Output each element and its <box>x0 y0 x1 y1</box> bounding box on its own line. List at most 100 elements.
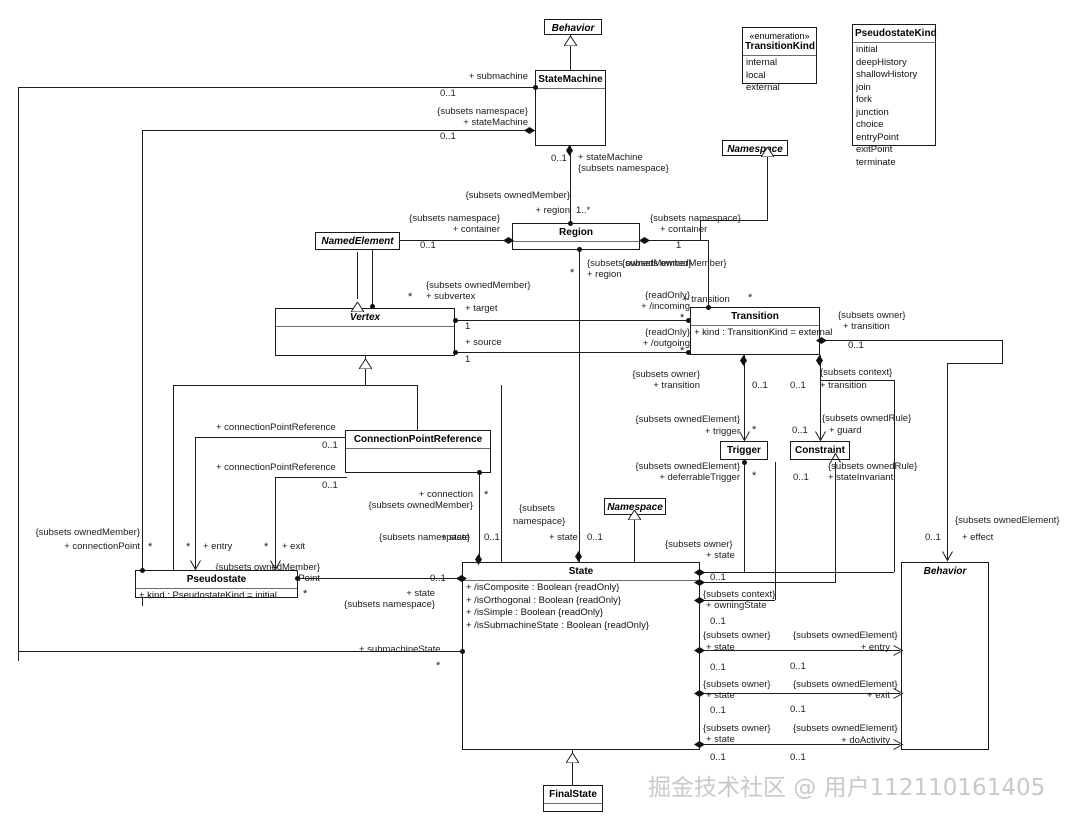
class-name-namedelement: NamedElement <box>321 236 394 247</box>
literal-item: internal <box>746 57 778 68</box>
label-entry-ps-star: * <box>186 541 191 553</box>
label-outgoing-role: + /outgoing <box>642 338 690 349</box>
composition-diamond-container-right <box>639 237 650 244</box>
label-owning-subsets: {subsets context} <box>703 589 776 600</box>
gen-line-namespace-region <box>767 153 768 220</box>
label-stateinv-subsets: {subsets ownedRule} <box>828 461 918 472</box>
assoc-stateinvariant-line-h <box>700 582 836 583</box>
gen-line-namespace-state <box>634 515 635 562</box>
gen-line-vertex-to-state <box>501 385 502 562</box>
class-transitionkind-enum[interactable]: «enumeration» TransitionKind internal lo… <box>742 27 817 93</box>
label-cpr-state-role: + state <box>441 532 470 543</box>
class-connectionpointreference[interactable]: ConnectionPointReference <box>345 430 491 473</box>
class-name-vertex: Vertex <box>276 309 454 327</box>
class-pseudostatekind-enum[interactable]: PseudostateKind initial deepHistory shal… <box>852 24 937 168</box>
label-cpr2-mult: 0..1 <box>322 480 338 491</box>
label-tr-ctx-mult: 0..1 <box>790 380 806 391</box>
label-exit-role: + exit <box>867 690 890 701</box>
assoc-state-transition-owner-v <box>894 380 895 572</box>
class-behavior-right[interactable]: Behavior <box>901 562 989 750</box>
class-constraint[interactable]: Constraint <box>790 441 850 460</box>
assoc-pseudostate-state-line <box>297 578 462 579</box>
label-tr-left-owner-role: + transition <box>653 380 700 391</box>
class-body-connectionpointreference <box>346 449 490 492</box>
label-cpr1-mult: 0..1 <box>322 440 338 451</box>
class-name-constraint: Constraint <box>795 445 845 456</box>
literal-item: initial <box>856 44 878 55</box>
label-ps-conn-mult: 0..1 <box>430 573 446 584</box>
assoc-end-dot-source <box>453 350 458 355</box>
assoc-state-transition-owner-h2 <box>820 380 895 381</box>
literals-transitionkind: internal local external <box>743 56 816 96</box>
label-region-back-role: + region <box>587 269 622 280</box>
composition-diamond-container-left <box>503 237 514 244</box>
label-incoming-star: * <box>680 312 685 324</box>
label-entry-owner-mult: 0..1 <box>710 662 726 673</box>
assoc-statemachine-region-line <box>570 145 571 223</box>
class-behavior-top[interactable]: Behavior <box>544 19 602 35</box>
assoc-doactivity-behavior-line <box>700 744 900 745</box>
label-deferrable-subsets: {subsets ownedElement} <box>635 461 740 472</box>
label-statemachine-mult2: 0..1 <box>551 153 567 164</box>
composition-diamond-state-region <box>575 551 582 562</box>
class-finalstate[interactable]: FinalState <box>543 785 603 812</box>
label-cpr-state-mult: 0..1 <box>484 532 500 543</box>
literal-item: local <box>746 69 766 81</box>
class-pseudostate[interactable]: Pseudostate + kind : PseudostateKind = i… <box>135 570 298 601</box>
class-vertex[interactable]: Vertex <box>275 308 455 356</box>
attributes-state: + /isComposite : Boolean {readOnly} + /i… <box>463 581 699 633</box>
assoc-end-dot-deferrable <box>742 460 747 465</box>
label-trigger-subsets: {subsets ownedElement} <box>635 414 740 425</box>
label-exit-owner-role: + state <box>706 690 735 701</box>
label-exit-owner-mult: 0..1 <box>710 705 726 716</box>
class-trigger[interactable]: Trigger <box>720 441 768 460</box>
class-transition[interactable]: Transition + kind : TransitionKind = ext… <box>690 307 832 355</box>
class-name-pseudostate: Pseudostate <box>136 571 297 589</box>
class-name-namespace-top: Namespace <box>727 144 783 155</box>
gen-line-namedelement-vertex <box>357 252 358 299</box>
generalization-triangle-state-namespace <box>627 507 642 525</box>
assoc-end-dot-transition-owner <box>706 305 711 310</box>
label-exit-ps-star: * <box>264 541 269 553</box>
arrow-head-entry-pseudostate <box>190 560 201 571</box>
label-cpr1-role: + connectionPointReference <box>216 422 336 433</box>
assoc-effect-line-h2 <box>947 363 1003 364</box>
class-name-behavior-right: Behavior <box>923 566 967 577</box>
label-source-mult: 1 <box>465 354 471 365</box>
generalization-triangle-vertex-sub <box>358 356 373 374</box>
label-ps-state-subsets: {subsets namespace} <box>344 599 435 610</box>
label-outgoing-star: * <box>680 345 685 357</box>
label-container-right-subsets: {subsets namespace} <box>650 213 741 224</box>
label-trigger-star: * <box>752 424 757 436</box>
attribute-item: + /isOrthogonal : Boolean {readOnly} <box>466 594 622 606</box>
stereotype-enumeration: «enumeration» <box>749 31 810 41</box>
label-stateinv-mult: 0..1 <box>793 472 809 483</box>
label-region-mult: 1..* <box>576 205 591 216</box>
label-subvertex-star: * <box>408 291 413 303</box>
assoc-end-dot-target <box>453 318 458 323</box>
label-guard-mult: 0..1 <box>792 425 808 436</box>
arrow-head-entry-behavior <box>893 645 904 656</box>
assoc-container-right-vline <box>708 240 709 307</box>
label-state-ns-mult: 0..1 <box>587 532 603 543</box>
class-statemachine[interactable]: StateMachine <box>535 70 606 146</box>
class-namespace-top[interactable]: Namespace <box>722 140 788 156</box>
label-do-owner-subsets: {subsets owner} <box>703 723 771 734</box>
label-statemachine-subsets: {subsets namespace} <box>437 106 528 117</box>
label-cp-star: * <box>148 541 153 553</box>
label-connection-subsets: {subsets ownedMember} <box>368 500 473 511</box>
label-owning-role: + owningState <box>706 600 767 611</box>
assoc-end-dot-submachine <box>533 85 538 90</box>
class-namedelement[interactable]: NamedElement <box>315 232 400 250</box>
label-entry-ps-role: + entry <box>203 541 233 552</box>
label-cp-role: + connectionPoint <box>64 541 140 552</box>
class-region[interactable]: Region <box>512 223 640 250</box>
literal-item: junction <box>856 106 889 118</box>
label-cp-subsets: {subsets ownedMember} <box>35 527 140 538</box>
arrow-head-trigger <box>739 431 750 442</box>
label-container-left-mult: 0..1 <box>420 240 436 251</box>
class-name-state: State <box>463 563 699 581</box>
label-connection-role: + connection <box>418 489 473 500</box>
class-state[interactable]: State + /isComposite : Boolean {readOnly… <box>462 562 700 750</box>
